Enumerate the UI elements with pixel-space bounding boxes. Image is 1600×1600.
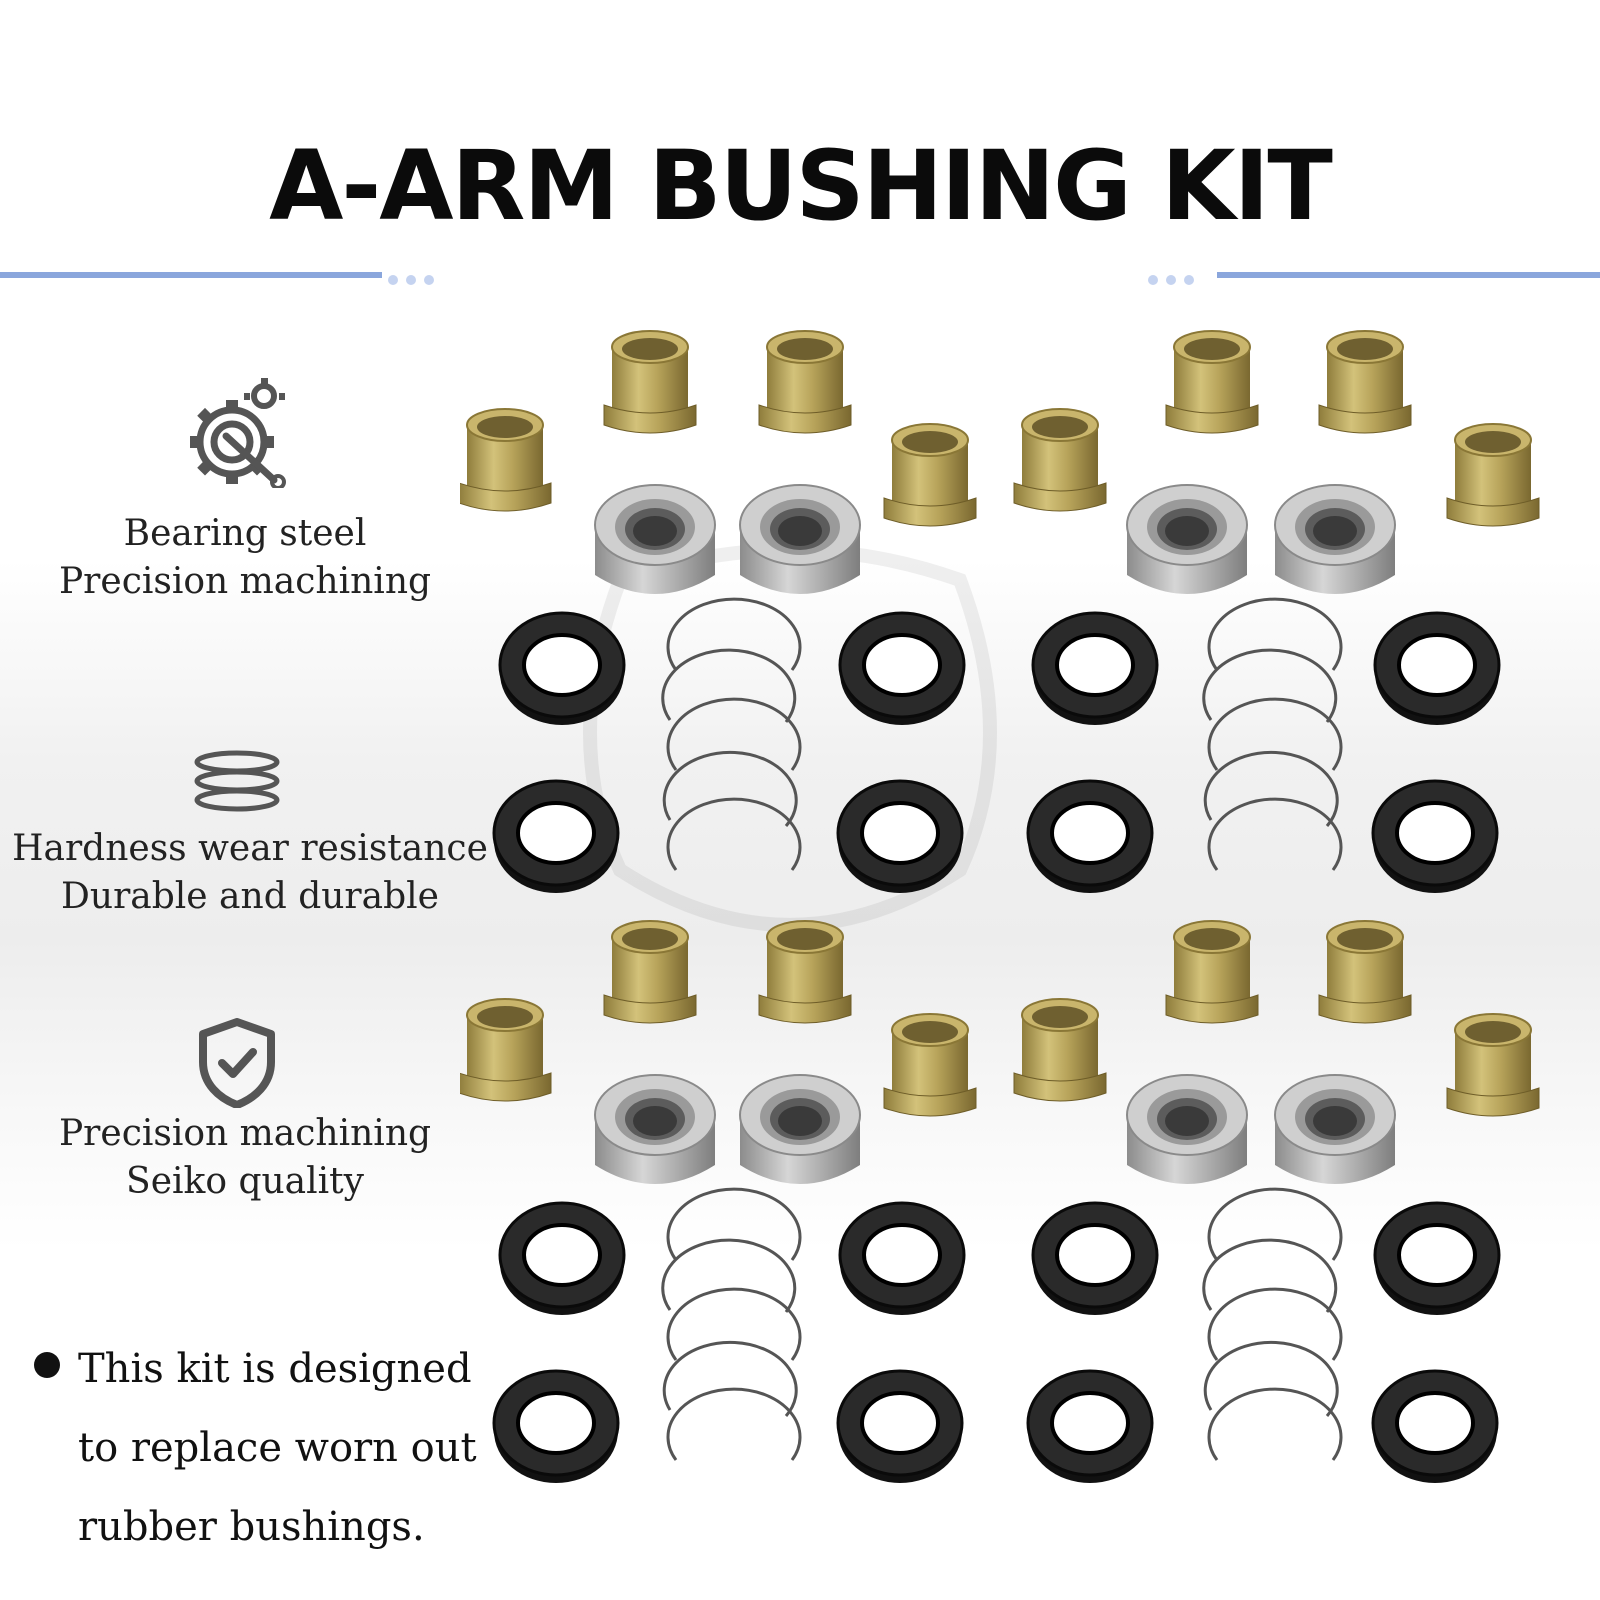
header-divider-left <box>0 272 382 278</box>
oil-seal <box>1373 1201 1501 1317</box>
feature-hardness: Hardness wear resistance Durable and dur… <box>10 825 490 921</box>
feature-line: Seiko quality <box>126 1161 364 1202</box>
feature-precision: Precision machining Seiko quality <box>30 1110 460 1206</box>
sleeve-bushing <box>1165 330 1259 434</box>
ball-bearing <box>1126 484 1248 595</box>
sleeve-bushing <box>883 1013 977 1117</box>
feature-bearing-steel: Bearing steel Precision machining <box>30 510 460 606</box>
oil-seal <box>492 1369 620 1485</box>
ball-bearing <box>1126 1074 1248 1185</box>
sleeve-bushing <box>1318 330 1412 434</box>
oil-seal <box>1031 611 1159 727</box>
ball-bearing <box>594 484 716 595</box>
sleeve-bushing <box>1165 920 1259 1024</box>
sleeve-bushing <box>460 408 552 512</box>
feature-line: Precision machining <box>58 1113 432 1154</box>
bullet-icon <box>34 1352 60 1378</box>
ball-bearing <box>739 484 861 595</box>
sleeve-bushing <box>758 920 852 1024</box>
oil-seal <box>1371 779 1499 895</box>
feature-line: Hardness wear resistance <box>12 828 488 869</box>
divider-dots-right <box>1148 270 1202 289</box>
feature-line: Precision machining <box>58 561 432 602</box>
sleeve-bushing <box>758 330 852 434</box>
sleeve-bushing <box>1013 408 1107 512</box>
sleeve-bushing <box>460 998 552 1102</box>
sleeve-bushing <box>603 920 697 1024</box>
sleeve-bushing <box>603 330 697 434</box>
oil-seal <box>1373 611 1501 727</box>
oil-seal <box>1371 1369 1499 1485</box>
note-line: This kit is designed <box>78 1346 472 1392</box>
ball-bearing <box>739 1074 861 1185</box>
oil-seal <box>1031 1201 1159 1317</box>
sleeve-bushing <box>1446 423 1540 527</box>
oil-seal <box>1026 1369 1154 1485</box>
note-line: rubber bushings. <box>78 1504 425 1550</box>
oil-seal <box>498 611 626 727</box>
page-title: A-ARM BUSHING KIT <box>269 130 1333 242</box>
retaining-spring <box>1202 1187 1343 1462</box>
header-divider-right <box>1217 272 1600 278</box>
retaining-spring <box>661 1187 802 1462</box>
ball-bearing <box>1274 484 1396 595</box>
sleeve-bushing <box>1013 998 1107 1102</box>
ball-bearing <box>1274 1074 1396 1185</box>
oil-seal <box>836 779 964 895</box>
feature-line: Bearing steel <box>123 513 367 554</box>
rings-icon <box>194 750 280 812</box>
oil-seal <box>1026 779 1154 895</box>
oil-seal <box>838 1201 966 1317</box>
oil-seal <box>836 1369 964 1485</box>
ball-bearing <box>594 1074 716 1185</box>
note-line: to replace worn out <box>78 1425 477 1471</box>
oil-seal <box>498 1201 626 1317</box>
retaining-spring <box>1202 597 1343 872</box>
gear-wrench-icon <box>190 378 286 488</box>
oil-seal <box>492 779 620 895</box>
bushing-kit-photo <box>460 330 1540 1485</box>
sleeve-bushing <box>1446 1013 1540 1117</box>
divider-dots-left <box>388 270 442 289</box>
retaining-spring <box>661 597 802 872</box>
shield-check-icon <box>199 1018 275 1108</box>
sleeve-bushing <box>883 423 977 527</box>
feature-line: Durable and durable <box>61 876 439 917</box>
sleeve-bushing <box>1318 920 1412 1024</box>
oil-seal <box>838 611 966 727</box>
